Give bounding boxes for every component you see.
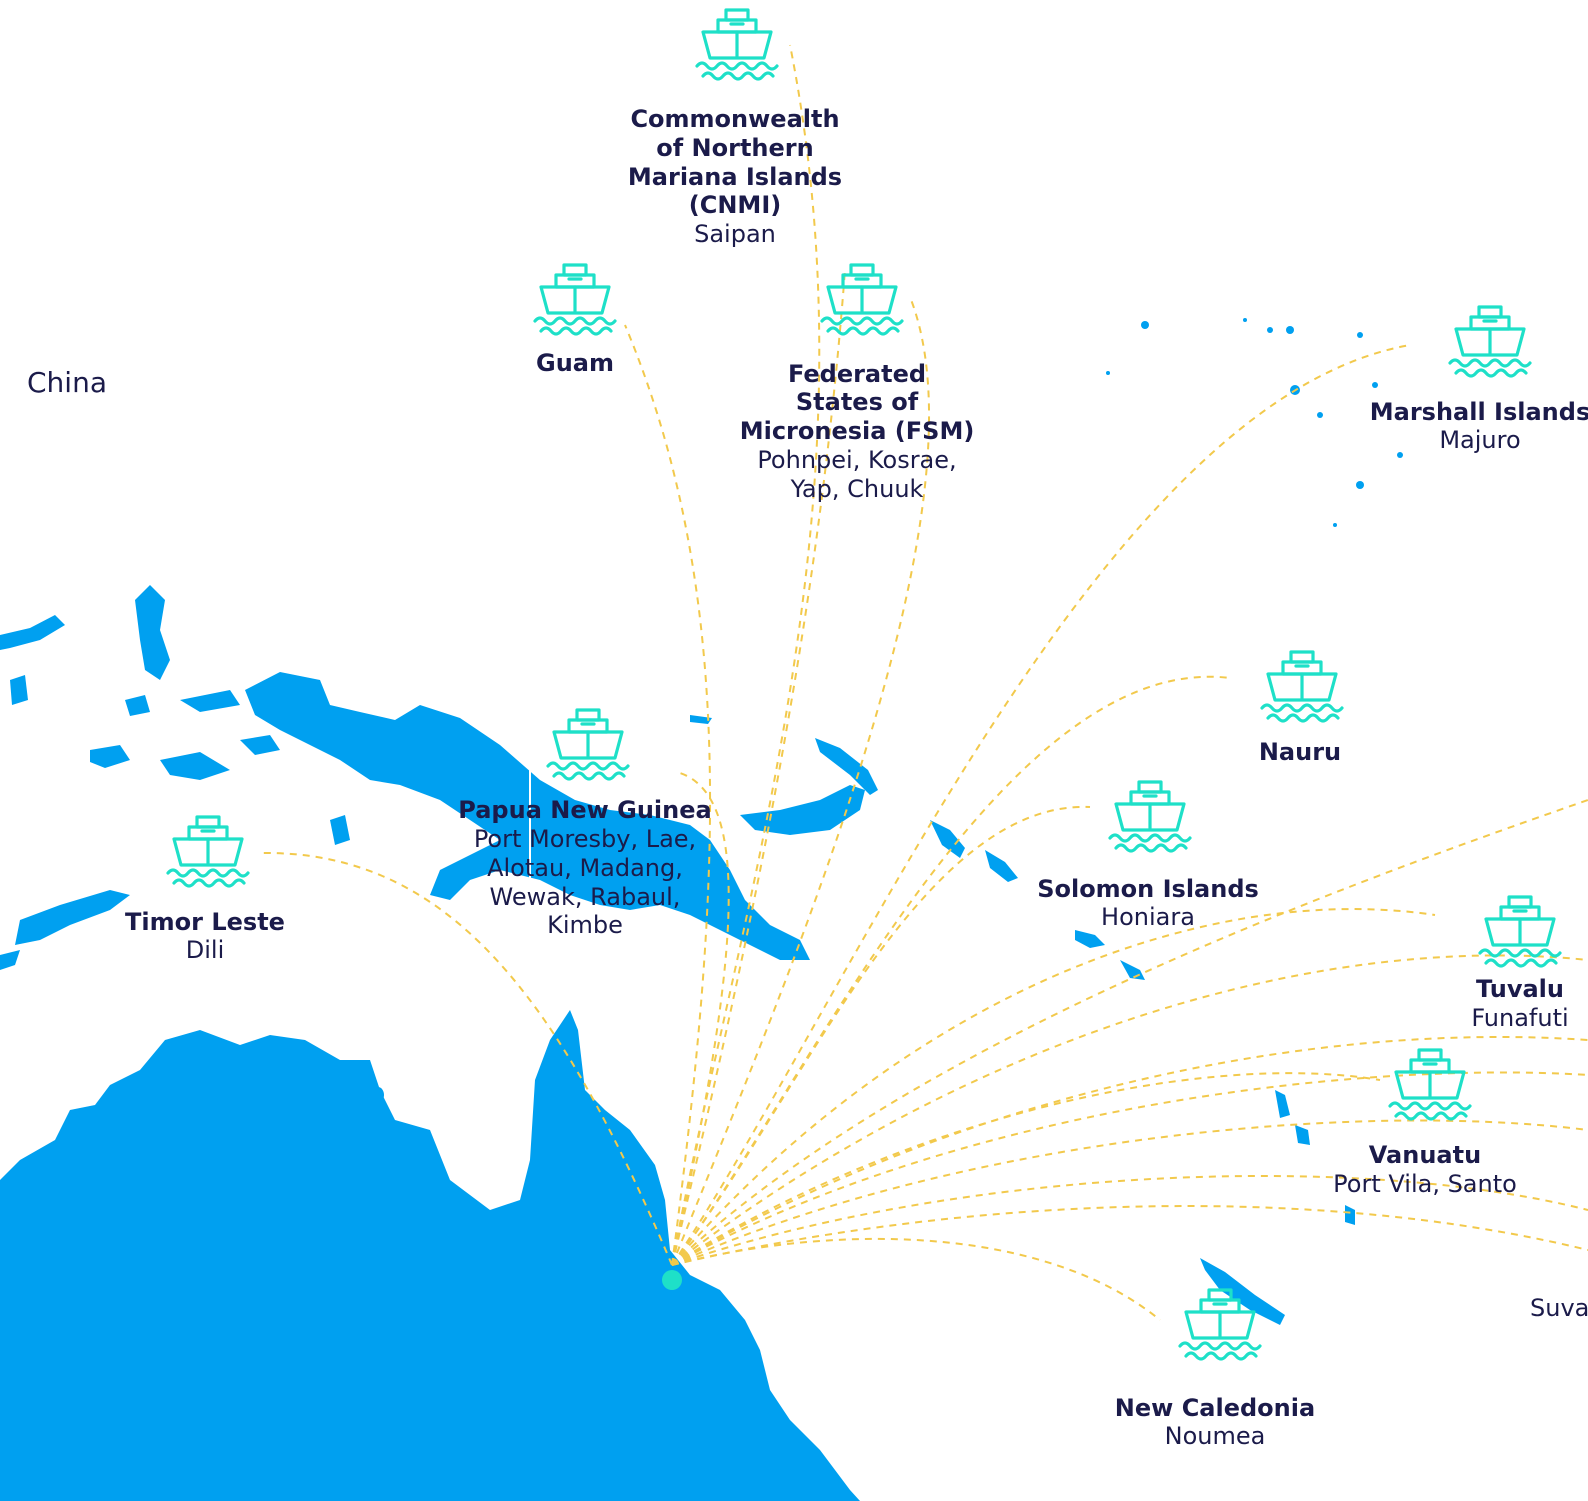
svg-text:Pohnpei, Kosrae,: Pohnpei, Kosrae, — [757, 446, 956, 474]
ship-icon — [546, 708, 630, 781]
ship-icon — [820, 263, 904, 336]
destination-marshall-islands[interactable]: Marshall Islands Majuro — [1370, 398, 1588, 454]
ship-icon — [695, 8, 779, 81]
svg-text:Tuvalu: Tuvalu — [1476, 975, 1564, 1003]
destination-fsm[interactable]: Federated States of Micronesia (FSM) Poh… — [740, 360, 975, 503]
destination-fiji[interactable]: Suva — [1530, 1294, 1588, 1322]
land-masses — [0, 318, 1403, 1501]
svg-text:States of: States of — [796, 388, 919, 416]
svg-text:of Northern: of Northern — [656, 134, 813, 162]
svg-text:Port Vila, Santo: Port Vila, Santo — [1333, 1170, 1517, 1198]
route-tuvalu-3 — [671, 954, 1588, 1266]
ship-icon — [1388, 1048, 1472, 1121]
route-png — [671, 772, 730, 1266]
route-vanuatu — [671, 1072, 1381, 1266]
destination-cnmi[interactable]: Commonwealth of Northern Mariana Islands… — [628, 105, 842, 248]
destination-guam[interactable]: Guam — [536, 349, 614, 377]
ship-icon — [166, 815, 250, 888]
route-tuvalu-1 — [671, 908, 1436, 1266]
svg-text:Majuro: Majuro — [1439, 426, 1520, 454]
svg-text:Dili: Dili — [186, 936, 224, 964]
svg-text:Kimbe: Kimbe — [547, 911, 623, 939]
svg-text:Federated: Federated — [788, 360, 926, 388]
route-east-5 — [671, 1205, 1588, 1266]
svg-text:Micronesia (FSM): Micronesia (FSM) — [740, 417, 975, 445]
destination-nauru[interactable]: Nauru — [1259, 738, 1341, 766]
route-new-caledonia — [671, 1237, 1161, 1321]
svg-text:Alotau, Madang,: Alotau, Madang, — [487, 854, 683, 882]
destination-solomon-islands[interactable]: Solomon Islands Honiara — [1037, 875, 1259, 931]
destination-papua-new-guinea[interactable]: Papua New Guinea Port Moresby, Lae, Alot… — [458, 796, 711, 939]
route-timor — [259, 851, 673, 1266]
svg-text:Timor Leste: Timor Leste — [125, 908, 285, 936]
landmass-new-guinea — [245, 672, 810, 960]
ship-icon — [1478, 895, 1562, 968]
svg-text:Yap, Chuuk: Yap, Chuuk — [790, 475, 924, 503]
svg-text:Solomon Islands: Solomon Islands — [1037, 875, 1259, 903]
ship-icon — [1260, 650, 1344, 723]
svg-text:Marshall Islands: Marshall Islands — [1370, 398, 1588, 426]
destination-new-caledonia[interactable]: New Caledonia Noumea — [1115, 1394, 1315, 1450]
route-fsm-1 — [671, 269, 846, 1266]
route-fsm-2 — [671, 296, 930, 1266]
ship-icon — [533, 263, 617, 336]
svg-text:Papua New Guinea: Papua New Guinea — [458, 796, 711, 824]
svg-text:Saipan: Saipan — [694, 220, 776, 248]
region-label-china: China — [27, 366, 107, 399]
svg-text:Mariana Islands: Mariana Islands — [628, 163, 842, 191]
landmass-australia — [0, 1010, 860, 1501]
destination-tuvalu[interactable]: Tuvalu Funafuti — [1471, 975, 1568, 1032]
svg-text:Port Moresby, Lae,: Port Moresby, Lae, — [474, 825, 696, 853]
svg-text:(CNMI): (CNMI) — [689, 191, 781, 219]
shipping-routes — [259, 44, 1588, 1321]
route-east-4 — [671, 1174, 1588, 1266]
svg-text:New Caledonia: New Caledonia — [1115, 1394, 1315, 1422]
svg-text:Nauru: Nauru — [1259, 738, 1341, 766]
svg-text:Guam: Guam — [536, 349, 614, 377]
route-guam — [624, 324, 712, 1266]
svg-text:Vanuatu: Vanuatu — [1369, 1141, 1481, 1169]
svg-text:Noumea: Noumea — [1165, 1422, 1266, 1450]
ship-icon — [1108, 780, 1192, 853]
route-east-2 — [671, 1071, 1588, 1266]
destination-timor-leste[interactable]: Timor Leste Dili — [125, 908, 285, 964]
destination-vanuatu[interactable]: Vanuatu Port Vila, Santo — [1333, 1141, 1517, 1198]
svg-text:Honiara: Honiara — [1101, 903, 1195, 931]
route-cnmi — [671, 44, 821, 1266]
svg-text:Commonwealth: Commonwealth — [630, 105, 839, 133]
route-marshall — [671, 344, 1411, 1266]
svg-text:Wewak, Rabaul,: Wewak, Rabaul, — [490, 883, 681, 911]
origin-port-marker — [662, 1270, 682, 1290]
route-east-3 — [671, 1119, 1588, 1266]
ship-icon — [1448, 305, 1532, 378]
svg-text:Suva: Suva — [1530, 1294, 1588, 1322]
svg-text:Funafuti: Funafuti — [1471, 1004, 1568, 1032]
route-solomon — [671, 805, 1091, 1266]
